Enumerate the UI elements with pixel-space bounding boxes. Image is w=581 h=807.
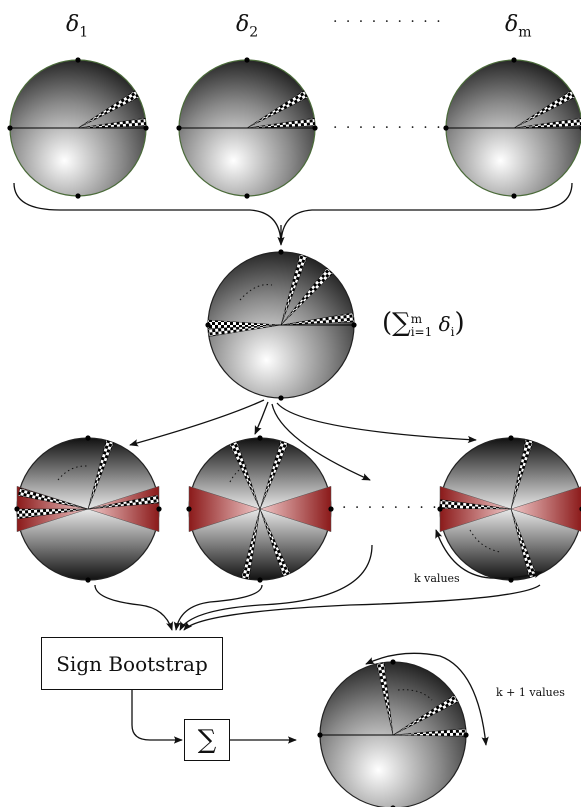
sign-bootstrap-label: Sign Bootstrap: [56, 651, 208, 676]
top-ellipsis-2: · · · · · · · · ·: [333, 120, 443, 136]
sphere-delta-1: [7, 57, 149, 199]
fanout-arrow-2: [254, 401, 269, 435]
pole-dot: [205, 322, 211, 328]
pole-dot: [75, 57, 81, 63]
pole-dot: [511, 57, 517, 63]
converge-arrow-2: [173, 584, 263, 631]
sphere-bootstrap-k: [437, 435, 581, 583]
sphere-delta-m: [443, 57, 581, 199]
converge-arrow-3: [179, 544, 373, 631]
pole-dot: [85, 435, 91, 441]
sphere-bootstrap-2: [186, 435, 334, 583]
converge-arrow-4: [183, 584, 541, 631]
checker-ray: [510, 439, 534, 510]
sum-box: ∑: [184, 719, 230, 761]
pole-dot: [443, 125, 449, 131]
sphere-bootstrap-1: [14, 435, 162, 583]
delta-label-m: δm: [505, 12, 532, 41]
delta-label-2: δ2: [236, 12, 259, 41]
pole-dot: [7, 125, 13, 131]
sphere-result: [317, 659, 469, 807]
checker-ray: [17, 487, 89, 510]
checker-ray: [241, 508, 261, 580]
pole-dot: [312, 125, 318, 131]
pole-dot: [317, 732, 323, 738]
dotted-arc: [57, 465, 89, 481]
pole-dot: [257, 435, 263, 441]
pole-dot: [508, 435, 514, 441]
fanout-arrow-4: [276, 402, 477, 444]
converge-arrow-1: [94, 584, 173, 631]
pole-dot: [186, 506, 192, 512]
top-ellipsis-1: · · · · · · · · ·: [333, 14, 443, 30]
pole-dot: [328, 506, 334, 512]
pole-dot: [278, 395, 284, 401]
checker-ray: [259, 508, 291, 577]
pole-dot: [278, 249, 284, 255]
delta-label-1: δ1: [66, 12, 89, 41]
checker-ray: [207, 324, 282, 337]
pole-dot: [176, 125, 182, 131]
pole-dot: [14, 506, 20, 512]
k-values-label: k values: [414, 572, 460, 585]
checker-ray: [280, 312, 355, 326]
checker-ray: [513, 117, 581, 129]
dotted-arc: [229, 463, 249, 483]
fanout-arrow-1: [129, 399, 265, 447]
checker-ray: [280, 267, 334, 326]
checker-ray: [246, 117, 316, 129]
pole-dot: [143, 125, 149, 131]
pole-dot: [257, 577, 263, 583]
checker-ray: [87, 439, 115, 510]
checker-ray: [87, 494, 160, 510]
pole-dot: [463, 732, 469, 738]
checker-ray: [513, 90, 576, 129]
pole-dot: [244, 57, 250, 63]
sign-bootstrap-box: Sign Bootstrap: [41, 637, 223, 690]
fanout-arrow-3: [271, 403, 371, 481]
pole-dot: [156, 506, 162, 512]
k-plus-one-arc: [365, 652, 489, 746]
bootstrap-to-sum-arrow: [131, 690, 183, 744]
pole-dot: [244, 193, 250, 199]
sphere-aggregate: [205, 249, 357, 401]
pole-dot: [75, 193, 81, 199]
pole-dot: [511, 193, 517, 199]
sphere-delta-2: [176, 57, 318, 199]
bootstrap-ellipsis: · · · · · · · · ·: [342, 500, 452, 516]
k-plus-one-label: k + 1 values: [496, 686, 565, 699]
checker-ray: [229, 441, 261, 510]
pole-dot: [390, 659, 396, 665]
checker-ray: [77, 117, 147, 129]
pole-dot: [351, 322, 357, 328]
pole-dot: [437, 506, 443, 512]
checker-ray: [16, 508, 89, 520]
k-values-arc: [435, 529, 543, 579]
pole-dot: [508, 577, 514, 583]
pole-dot: [85, 577, 91, 583]
checker-ray: [246, 90, 309, 129]
red-cone-right: [510, 486, 581, 532]
sum-box-label: ∑: [197, 725, 217, 755]
checker-ray: [439, 499, 512, 510]
checker-ray: [77, 90, 140, 129]
checker-ray: [259, 440, 289, 510]
checker-ray: [280, 254, 308, 326]
